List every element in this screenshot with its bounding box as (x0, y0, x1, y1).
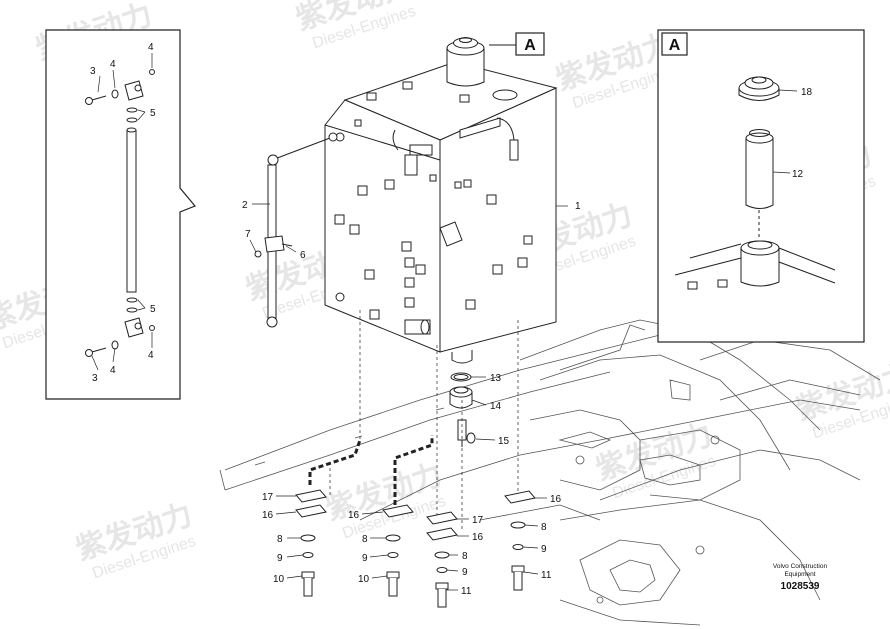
callout-2: 2 (242, 200, 248, 211)
section-marker-tank: A (489, 32, 545, 56)
callout-8-center-left: 8 (362, 534, 368, 545)
callout-9-center-left: 9 (362, 553, 368, 564)
callout-17-left: 17 (262, 492, 274, 503)
callout-4-bottom-right: 4 (148, 350, 154, 361)
callout-5-bottom: 5 (150, 304, 156, 315)
callout-8-left: 8 (277, 534, 283, 545)
callout-labels: 1 2 3 4 4 5 5 4 4 3 7 6 18 12 13 14 15 1… (90, 42, 813, 597)
callout-13: 13 (490, 373, 502, 384)
mounting-leader-lines (329, 310, 519, 530)
callout-11-center: 11 (461, 586, 472, 597)
mount-stack-right (504, 490, 536, 591)
callout-10-left: 10 (273, 574, 285, 585)
callout-17-center: 17 (472, 515, 484, 526)
callout-9-left: 9 (277, 553, 283, 564)
undercarriage-frame (219, 319, 881, 626)
brand-line-1: Volvo Construction (773, 563, 828, 570)
callout-1: 1 (575, 201, 581, 212)
callout-10-center-left: 10 (358, 574, 370, 585)
mount-stack-center-left (382, 504, 414, 597)
callout-16-right: 16 (550, 494, 562, 505)
rod-detail-parts (85, 69, 155, 357)
drain-assembly (449, 372, 476, 447)
rod-detail-box (45, 29, 196, 400)
mounting-brackets (308, 435, 434, 505)
callout-11-right: 11 (541, 570, 552, 581)
callout-3-bottom: 3 (92, 373, 98, 384)
callout-9-right: 9 (541, 544, 547, 555)
hydraulic-tank (324, 37, 558, 364)
callout-9-center: 9 (462, 567, 468, 578)
callout-4-top-left: 4 (110, 59, 116, 70)
callout-8-center: 8 (462, 551, 468, 562)
detail-marker-box: A (661, 32, 688, 56)
callout-7: 7 (245, 229, 251, 240)
callout-14: 14 (490, 401, 502, 412)
callout-16-center-left: 16 (348, 510, 360, 521)
callout-15: 15 (498, 436, 510, 447)
callout-6: 6 (300, 250, 306, 261)
drawing-number: 1028539 (781, 581, 820, 592)
mount-stack-center-right (426, 511, 458, 608)
section-marker-label: A (524, 37, 536, 54)
callout-12: 12 (792, 169, 804, 180)
callout-16-left: 16 (262, 510, 274, 521)
mount-stack-left (295, 489, 327, 597)
callout-16-center: 16 (472, 532, 484, 543)
callout-4-top-right: 4 (148, 42, 154, 53)
callout-18: 18 (801, 87, 813, 98)
filler-detail-parts (674, 76, 836, 290)
callout-leaders (91, 53, 798, 591)
callout-8-right: 8 (541, 522, 547, 533)
tank-support-rod (254, 132, 338, 328)
callout-5-top: 5 (150, 108, 156, 119)
detail-marker-label: A (669, 37, 681, 54)
callout-4-bottom-left: 4 (110, 365, 116, 376)
brand-line-2: Equipment (784, 571, 815, 578)
callout-3-top: 3 (90, 66, 96, 77)
drawing-footer: Volvo Construction Equipment 1028539 (773, 563, 828, 592)
